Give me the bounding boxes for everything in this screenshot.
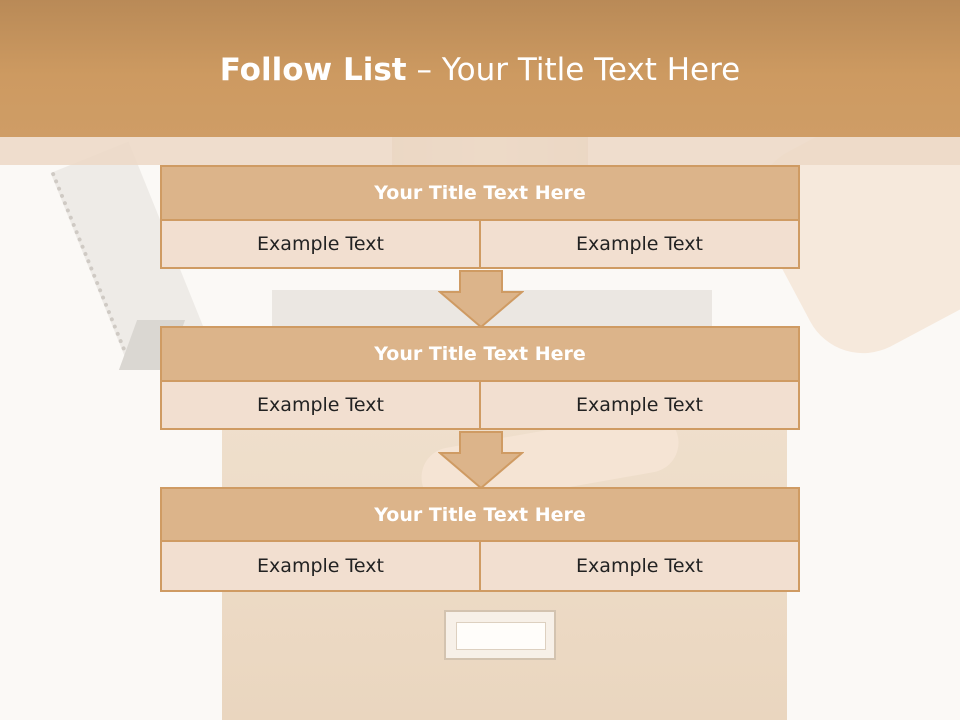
slide-title-rest: – Your Title Text Here bbox=[406, 52, 741, 88]
step-cell-right: Example Text bbox=[481, 221, 800, 269]
step-cell-right: Example Text bbox=[481, 382, 800, 430]
step-cell-left: Example Text bbox=[160, 221, 481, 269]
step-row: Example Text Example Text bbox=[160, 542, 800, 592]
step-row: Example Text Example Text bbox=[160, 221, 800, 269]
header-bar bbox=[0, 0, 960, 137]
down-arrow-icon bbox=[438, 270, 524, 328]
step-cell-right: Example Text bbox=[481, 542, 800, 592]
step-row: Example Text Example Text bbox=[160, 382, 800, 430]
step-block-2: Your Title Text Here Example Text Exampl… bbox=[160, 326, 800, 430]
step-title: Your Title Text Here bbox=[160, 326, 800, 382]
slide-title: Follow List – Your Title Text Here bbox=[0, 52, 960, 88]
step-title: Your Title Text Here bbox=[160, 165, 800, 221]
down-arrow-icon bbox=[438, 431, 524, 489]
header-band bbox=[0, 137, 960, 165]
step-block-3: Your Title Text Here Example Text Exampl… bbox=[160, 487, 800, 592]
step-cell-left: Example Text bbox=[160, 542, 481, 592]
step-title: Your Title Text Here bbox=[160, 487, 800, 542]
slide-title-bold: Follow List bbox=[219, 52, 407, 88]
step-cell-left: Example Text bbox=[160, 382, 481, 430]
step-block-1: Your Title Text Here Example Text Exampl… bbox=[160, 165, 800, 269]
